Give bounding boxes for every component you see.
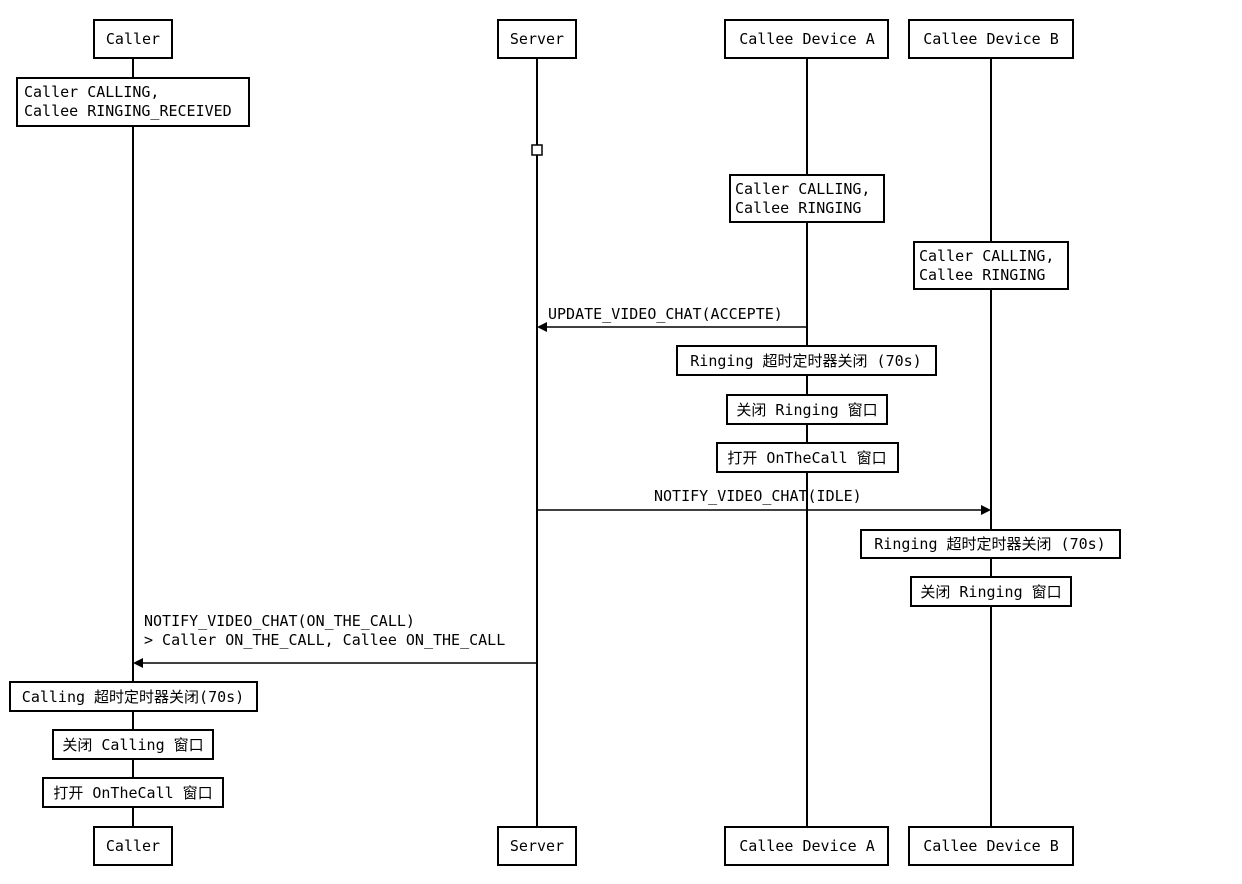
note-device-a-initial-line-1: Caller CALLING,: [735, 180, 870, 198]
note-caller-initial-line-1: Caller CALLING,: [24, 83, 159, 101]
message-notify-idle: NOTIFY_VIDEO_CHAT(IDLE): [537, 487, 991, 515]
arrow-left-icon: [537, 322, 547, 332]
message-notify-on-call-line-2: > Caller ON_THE_CALL, Callee ON_THE_CALL: [144, 631, 505, 649]
participant-server-bottom-label: Server: [510, 837, 564, 855]
note-device-a-initial-state: Caller CALLING, Callee RINGING: [729, 174, 885, 223]
message-notify-on-call: NOTIFY_VIDEO_CHAT(ON_THE_CALL) > Caller …: [133, 612, 537, 668]
participant-server-top: Server: [497, 19, 577, 59]
note-caller-calling-timer: Calling 超时定时器关闭(70s): [9, 681, 258, 712]
participant-caller-top-label: Caller: [106, 30, 160, 48]
participant-device-b-top: Callee Device B: [908, 19, 1074, 59]
note-device-b-ringing-timer: Ringing 超时定时器关闭 (70s): [860, 529, 1121, 559]
arrow-left-icon: [133, 658, 143, 668]
participant-device-b-bottom-label: Callee Device B: [923, 837, 1058, 855]
note-device-b-close-ringing-label: 关闭 Ringing 窗口: [920, 583, 1061, 601]
note-device-b-initial-line-2: Callee RINGING: [919, 266, 1045, 284]
note-caller-initial-state: Caller CALLING, Callee RINGING_RECEIVED: [16, 77, 250, 127]
note-device-a-close-ringing: 关闭 Ringing 窗口: [726, 394, 888, 425]
note-caller-close-calling-label: 关闭 Calling 窗口: [62, 736, 203, 754]
note-caller-initial-line-2: Callee RINGING_RECEIVED: [24, 102, 232, 120]
message-update-accept-label: UPDATE_VIDEO_CHAT(ACCEPTE): [548, 305, 783, 323]
participant-device-b-bottom: Callee Device B: [908, 826, 1074, 866]
note-device-b-initial-state: Caller CALLING, Callee RINGING: [913, 241, 1069, 290]
note-device-b-close-ringing: 关闭 Ringing 窗口: [910, 576, 1072, 607]
note-caller-close-calling: 关闭 Calling 窗口: [52, 729, 214, 760]
participant-server-top-label: Server: [510, 30, 564, 48]
participant-caller-bottom: Caller: [93, 826, 173, 866]
message-notify-on-call-line-1: NOTIFY_VIDEO_CHAT(ON_THE_CALL): [144, 612, 415, 630]
participant-device-a-bottom-label: Callee Device A: [739, 837, 874, 855]
participant-caller-top: Caller: [93, 19, 173, 59]
participant-device-a-top-label: Callee Device A: [739, 30, 874, 48]
note-device-a-initial-line-2: Callee RINGING: [735, 199, 861, 217]
note-device-b-initial-line-1: Caller CALLING,: [919, 247, 1054, 265]
note-device-a-ringing-timer: Ringing 超时定时器关闭 (70s): [676, 345, 937, 376]
note-device-a-close-ringing-label: 关闭 Ringing 窗口: [736, 401, 877, 419]
message-update-accept: UPDATE_VIDEO_CHAT(ACCEPTE): [537, 305, 807, 332]
note-device-b-ringing-timer-label: Ringing 超时定时器关闭 (70s): [874, 535, 1105, 553]
participant-server-bottom: Server: [497, 826, 577, 866]
participant-device-a-top: Callee Device A: [724, 19, 889, 59]
participant-device-b-top-label: Callee Device B: [923, 30, 1058, 48]
note-caller-calling-timer-label: Calling 超时定时器关闭(70s): [22, 688, 244, 706]
participant-caller-bottom-label: Caller: [106, 837, 160, 855]
note-device-a-ringing-timer-label: Ringing 超时定时器关闭 (70s): [690, 352, 921, 370]
participant-device-a-bottom: Callee Device A: [724, 826, 889, 866]
server-activation-marker: [531, 144, 543, 156]
note-device-a-open-oncall-label: 打开 OnTheCall 窗口: [727, 449, 886, 467]
message-notify-idle-label: NOTIFY_VIDEO_CHAT(IDLE): [654, 487, 862, 505]
note-caller-open-oncall: 打开 OnTheCall 窗口: [42, 777, 224, 808]
note-device-a-open-oncall: 打开 OnTheCall 窗口: [716, 442, 899, 473]
arrow-right-icon: [981, 505, 991, 515]
note-caller-open-oncall-label: 打开 OnTheCall 窗口: [53, 784, 212, 802]
